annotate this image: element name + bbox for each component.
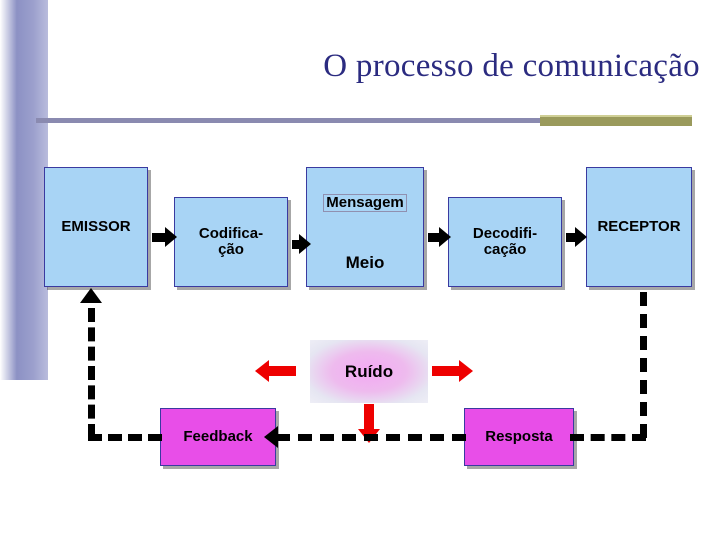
arrow-ruido-right	[432, 360, 473, 382]
node-feedback[interactable]: Feedback	[160, 408, 276, 466]
node-mensagem-label: Mensagem	[323, 194, 407, 212]
dashed-path-left-vertical	[88, 308, 95, 438]
node-codificacao-label-line2: ção	[218, 241, 244, 258]
dashed-path-bottom-left	[88, 434, 162, 441]
dashed-arrow-to-feedback	[264, 426, 278, 448]
arrow-decodificacao-to-receptor	[566, 227, 587, 247]
arrow-ruido-left	[255, 360, 296, 382]
node-receptor[interactable]: RECEPTOR	[586, 167, 692, 287]
node-feedback-label: Feedback	[183, 428, 253, 446]
dashed-path-bottom-right	[570, 434, 646, 441]
dashed-path-bottom-middle	[276, 434, 466, 441]
node-ruido-label: Ruído	[344, 361, 394, 381]
node-mensagem-meio[interactable]: Mensagem Meio	[306, 167, 424, 287]
dashed-arrow-to-emissor	[80, 288, 102, 303]
title-divider-accent	[540, 115, 692, 126]
node-receptor-label: RECEPTOR	[597, 218, 681, 236]
arrow-codificacao-to-mensagem	[292, 234, 311, 254]
node-codificacao-label-line1: Codifica-	[198, 225, 264, 243]
node-resposta-label: Resposta	[485, 428, 553, 446]
node-decodificacao-label: Decodifi- cação	[473, 226, 537, 258]
node-decodificacao[interactable]: Decodifi- cação	[448, 197, 562, 287]
node-decodificacao-label-line2: cação	[483, 241, 527, 258]
left-decorative-band	[0, 0, 48, 380]
title-divider	[36, 118, 691, 123]
node-emissor[interactable]: EMISSOR	[44, 167, 148, 287]
node-ruido[interactable]: Ruído	[310, 340, 428, 403]
node-emissor-label: EMISSOR	[61, 218, 131, 236]
node-resposta[interactable]: Resposta	[464, 408, 574, 466]
arrow-mensagem-to-decodificacao	[428, 227, 451, 247]
dashed-path-right-vertical	[640, 292, 647, 438]
arrow-emissor-to-codificacao	[152, 227, 177, 247]
node-codificacao-label: Codifica- ção	[199, 226, 263, 258]
node-codificacao[interactable]: Codifica- ção	[174, 197, 288, 287]
arrow-ruido-down	[358, 404, 380, 443]
node-meio-label: Meio	[345, 253, 385, 273]
page-title: O processo de comunicação	[323, 48, 700, 84]
node-decodificacao-label-line1: Decodifi-	[472, 225, 538, 243]
